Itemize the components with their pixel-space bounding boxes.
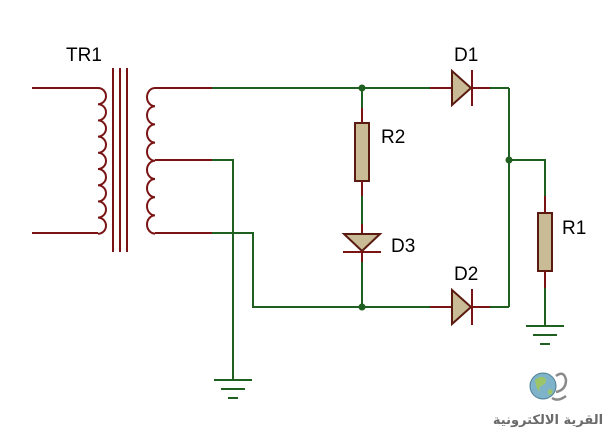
r1-body <box>537 212 553 272</box>
wire-to-r1 <box>509 159 546 196</box>
globe-icon <box>529 372 557 400</box>
r1-label: R1 <box>562 218 586 239</box>
junction-bottom <box>358 303 366 311</box>
secondary-coil <box>146 87 156 235</box>
d1-body <box>451 68 473 108</box>
r2-body <box>354 122 370 182</box>
d2-body <box>451 287 473 327</box>
resistor-r1: R1 <box>537 196 586 288</box>
junction-top <box>358 84 366 92</box>
diode-d3: D3 <box>341 224 415 262</box>
ground-right <box>526 325 564 345</box>
d2-label: D2 <box>454 264 478 285</box>
junctions <box>358 84 513 311</box>
transformer-tr1: TR1 <box>32 45 212 252</box>
d1-label: D1 <box>454 45 478 66</box>
calligraphy-mark <box>551 372 568 401</box>
diode-d2: D2 <box>430 264 490 327</box>
junction-output <box>505 156 513 164</box>
d3-label: D3 <box>391 236 415 257</box>
d3-body <box>341 233 383 253</box>
resistor-r2: R2 <box>354 108 405 196</box>
transformer-label: TR1 <box>66 45 102 66</box>
wire-bottom-winding <box>212 232 430 308</box>
r2-label: R2 <box>381 127 405 148</box>
diode-d1: D1 <box>430 45 490 108</box>
primary-coil <box>97 87 107 235</box>
wire-center-tap <box>212 159 234 380</box>
watermark-logo: القرية الالكترونية <box>493 372 603 428</box>
transformer-core <box>112 68 128 252</box>
watermark-text: القرية الالكترونية <box>493 413 603 428</box>
ground-left <box>214 379 252 399</box>
